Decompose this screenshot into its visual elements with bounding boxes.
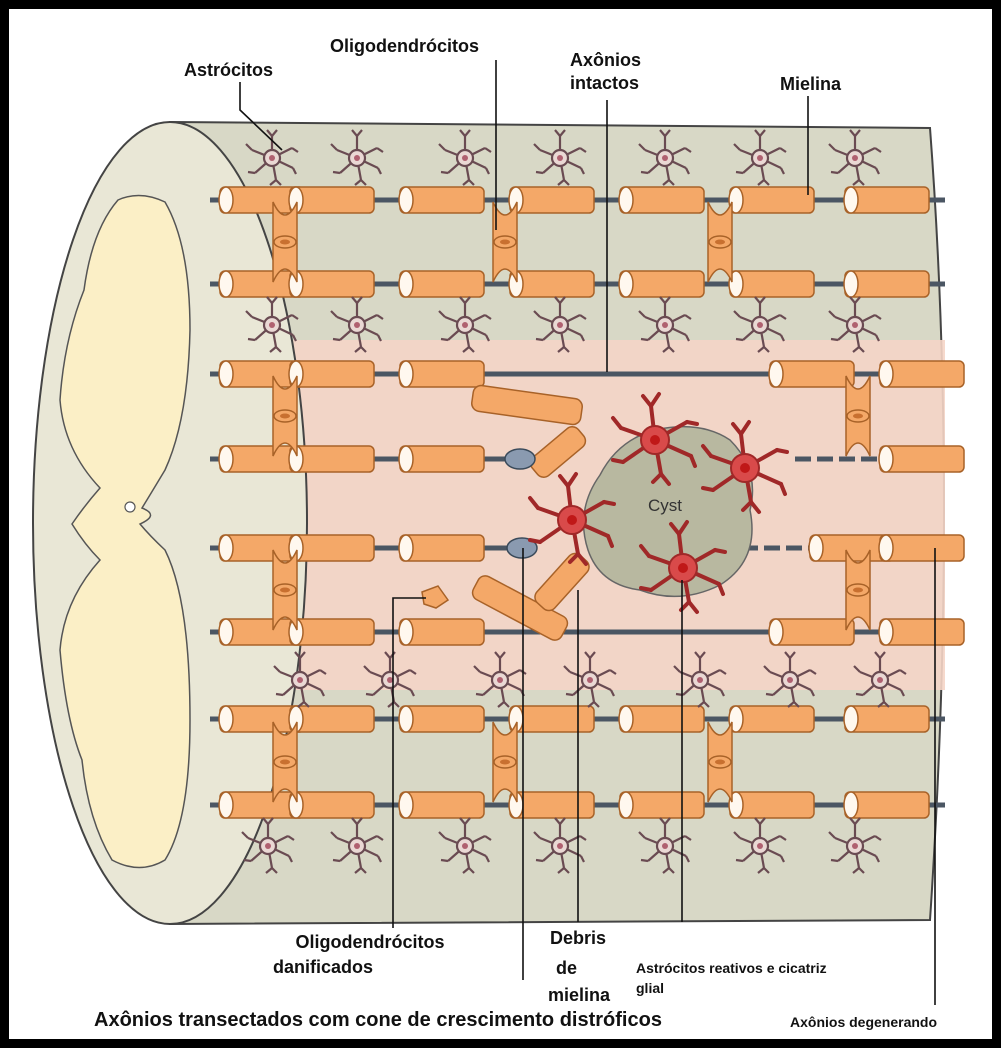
label-mielina: Mielina (780, 74, 841, 96)
label-axonios-degenerando: Axônios degenerando (790, 1014, 937, 1031)
label-reativos-line2: glial (636, 980, 664, 997)
label-debris-line3: mielina (548, 985, 610, 1007)
label-astrocitos: Astrócitos (184, 60, 273, 82)
label-oligodendrocitos: Oligodendrócitos (330, 36, 479, 58)
label-axonios-intactos-line2: intactos (570, 73, 639, 95)
label-oligo-danificados-line2: danificados (273, 957, 373, 979)
label-cyst: Cyst (648, 496, 682, 516)
label-debris-line2: de (556, 958, 577, 980)
label-axonios-intactos-line1: Axônios (570, 50, 641, 72)
label-oligo-danificados-line1: Oligodendrócitos (270, 932, 470, 954)
label-debris-line1: Debris (550, 928, 606, 950)
label-reativos-line1: Astrócitos reativos e cicatriz (636, 960, 827, 977)
label-axonios-transectados: Axônios transectados com cone de crescim… (94, 1008, 662, 1032)
